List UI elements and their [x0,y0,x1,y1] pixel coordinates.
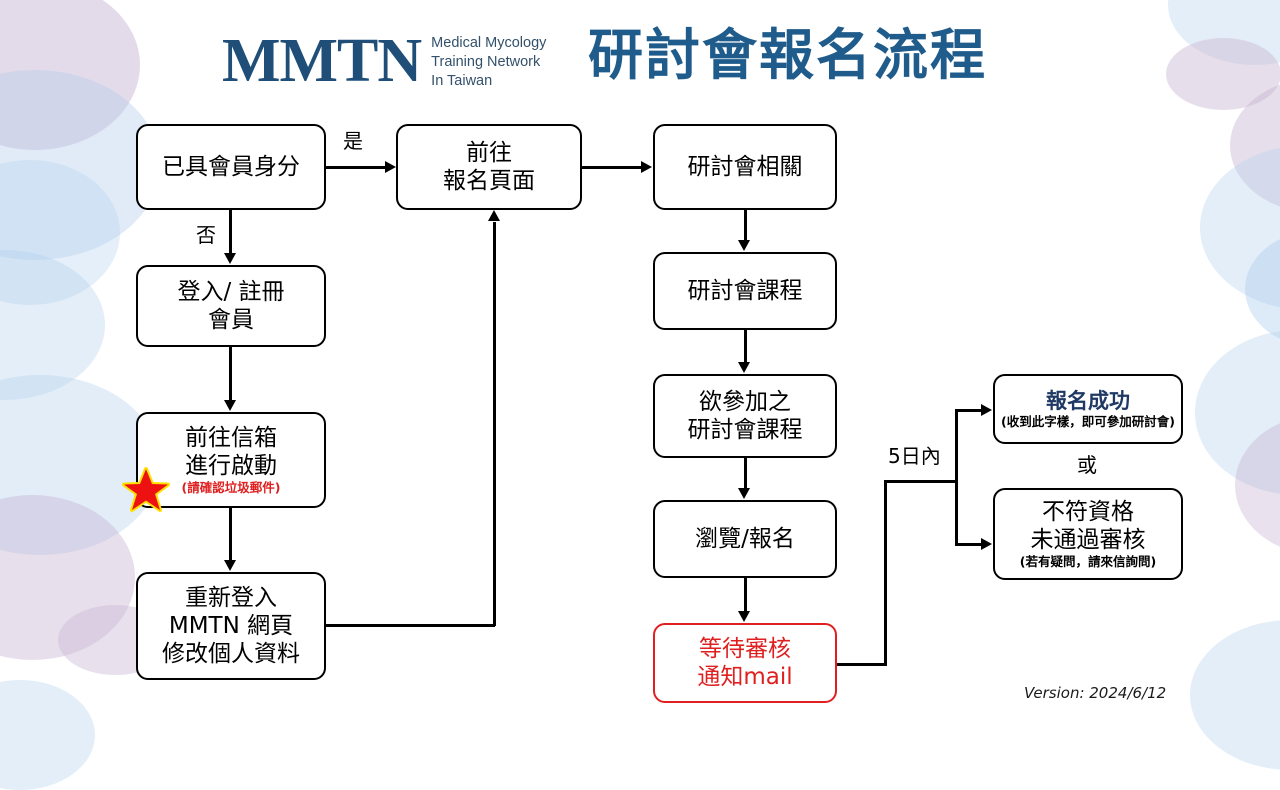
blob-shape [1235,415,1280,555]
node-browse-signup-line1: 瀏覽/報名 [695,525,795,552]
blob-shape [1168,0,1280,65]
connector-branch-across [884,480,957,483]
arrowhead-right [981,538,992,550]
arrowhead-right [981,404,992,416]
edge-label-within-5-days: 5日內 [888,444,941,468]
blob-shape [1190,620,1280,770]
logo-tagline-line3: In Taiwan [431,73,493,90]
arrowhead-down [738,362,750,373]
node-seminar-courses[interactable]: 研討會課程 [653,252,837,330]
arrowhead-down [224,400,236,411]
connector-activate-to-relogin [229,508,232,561]
arrowhead-right [385,161,396,173]
connector-branch-split [955,409,958,546]
node-browse-signup[interactable]: 瀏覽/報名 [653,500,837,578]
node-desired-courses-line2: 研討會課程 [687,417,803,443]
connector-member-to-login [229,210,232,254]
edge-label-or: 或 [1077,453,1097,477]
connector-branch-up [884,480,887,666]
connector-branch-to-success [955,409,983,412]
page-title: 研討會報名流程 [588,23,988,87]
edge-label-no: 否 [196,223,216,247]
arrowhead-down [224,560,236,571]
node-success-note: (收到此字樣，即可參加研討會) [1001,414,1175,430]
star-icon [122,467,170,512]
node-member-check-line1: 已具會員身分 [162,153,300,180]
blob-shape [0,680,95,790]
connector-branch-to-rejected [955,543,983,546]
logo-wordmark: MMTN [222,27,422,95]
node-go-signup-page-line1: 前往 [466,139,512,166]
node-relogin-profile-line3: 修改個人資料 [162,641,300,668]
node-success[interactable]: 報名成功 (收到此字樣，即可參加研討會) [993,374,1183,444]
blob-shape [1195,330,1280,495]
version-label: Version: 2024/6/12 [1024,684,1167,702]
connector-desired-to-browse [744,458,747,488]
connector-await-right [837,663,887,666]
connector-relogin-right [326,624,495,627]
blob-shape [1230,78,1280,213]
node-relogin-profile-line1: 重新登入 [185,584,277,611]
node-desired-courses[interactable]: 欲參加之 研討會課程 [653,374,837,458]
node-login-register-line1: 登入/ 註冊 [177,278,285,305]
blob-shape [1200,145,1280,310]
node-await-review[interactable]: 等待審核 通知mail [653,623,837,703]
arrowhead-down [224,253,236,264]
node-rejected[interactable]: 不符資格 未通過審核 (若有疑問，請來信詢問) [993,488,1183,580]
node-desired-courses-line1: 欲參加之 [699,388,791,415]
node-await-review-line1: 等待審核 [699,635,791,662]
connector-courses-to-desired [744,330,747,362]
blob-shape [1245,230,1280,348]
node-go-signup-page-line2: 報名頁面 [443,168,535,194]
logo-tagline-line1: Medical Mycology [431,34,547,51]
node-login-register[interactable]: 登入/ 註冊 會員 [136,265,326,347]
connector-signup-to-seminar [582,166,642,169]
node-relogin-profile-line2: MMTN 網頁 [168,612,294,639]
node-login-register-line2: 會員 [208,307,254,333]
node-activate-mail-line2: 進行啟動 [185,453,277,480]
node-activate-mail-note: (請確認垃圾郵件) [181,480,281,496]
node-go-signup-page[interactable]: 前往 報名頁面 [396,124,582,210]
node-member-check[interactable]: 已具會員身分 [136,124,326,210]
connector-login-to-activate [229,347,232,401]
connector-browse-to-await [744,578,747,611]
node-success-line1: 報名成功 [1046,388,1130,413]
logo-tagline: Medical Mycology Training Network In Tai… [431,31,546,91]
node-activate-mail-line1: 前往信箱 [185,425,277,452]
arrowhead-down [738,240,750,251]
node-activate-mail[interactable]: 前往信箱 進行啟動 (請確認垃圾郵件) [136,412,326,508]
node-seminar-info-line1: 研討會相關 [687,153,803,180]
node-relogin-profile[interactable]: 重新登入 MMTN 網頁 修改個人資料 [136,572,326,680]
arrowhead-down [738,488,750,499]
node-rejected-note: (若有疑問，請來信詢問) [1019,554,1157,570]
connector-info-to-courses [744,210,747,241]
edge-label-yes: 是 [343,129,363,153]
node-seminar-courses-line1: 研討會課程 [687,277,803,304]
connector-relogin-up [493,222,496,626]
blob-shape [0,250,105,400]
node-rejected-line2: 未通過審核 [1030,527,1146,554]
blob-shape [0,0,140,150]
arrowhead-up [488,210,500,221]
node-await-review-line2: 通知mail [697,664,793,690]
arrowhead-right [641,161,652,173]
node-rejected-line1: 不符資格 [1042,499,1134,526]
blob-shape [0,160,120,305]
node-seminar-info[interactable]: 研討會相關 [653,124,837,210]
logo-tagline-line2: Training Network [431,53,541,70]
connector-member-to-signup [326,166,386,169]
arrowhead-down [738,611,750,622]
blob-shape [0,495,135,660]
blob-shape [1166,38,1280,110]
mmtn-logo: MMTN Medical Mycology Training Network I… [222,30,546,92]
